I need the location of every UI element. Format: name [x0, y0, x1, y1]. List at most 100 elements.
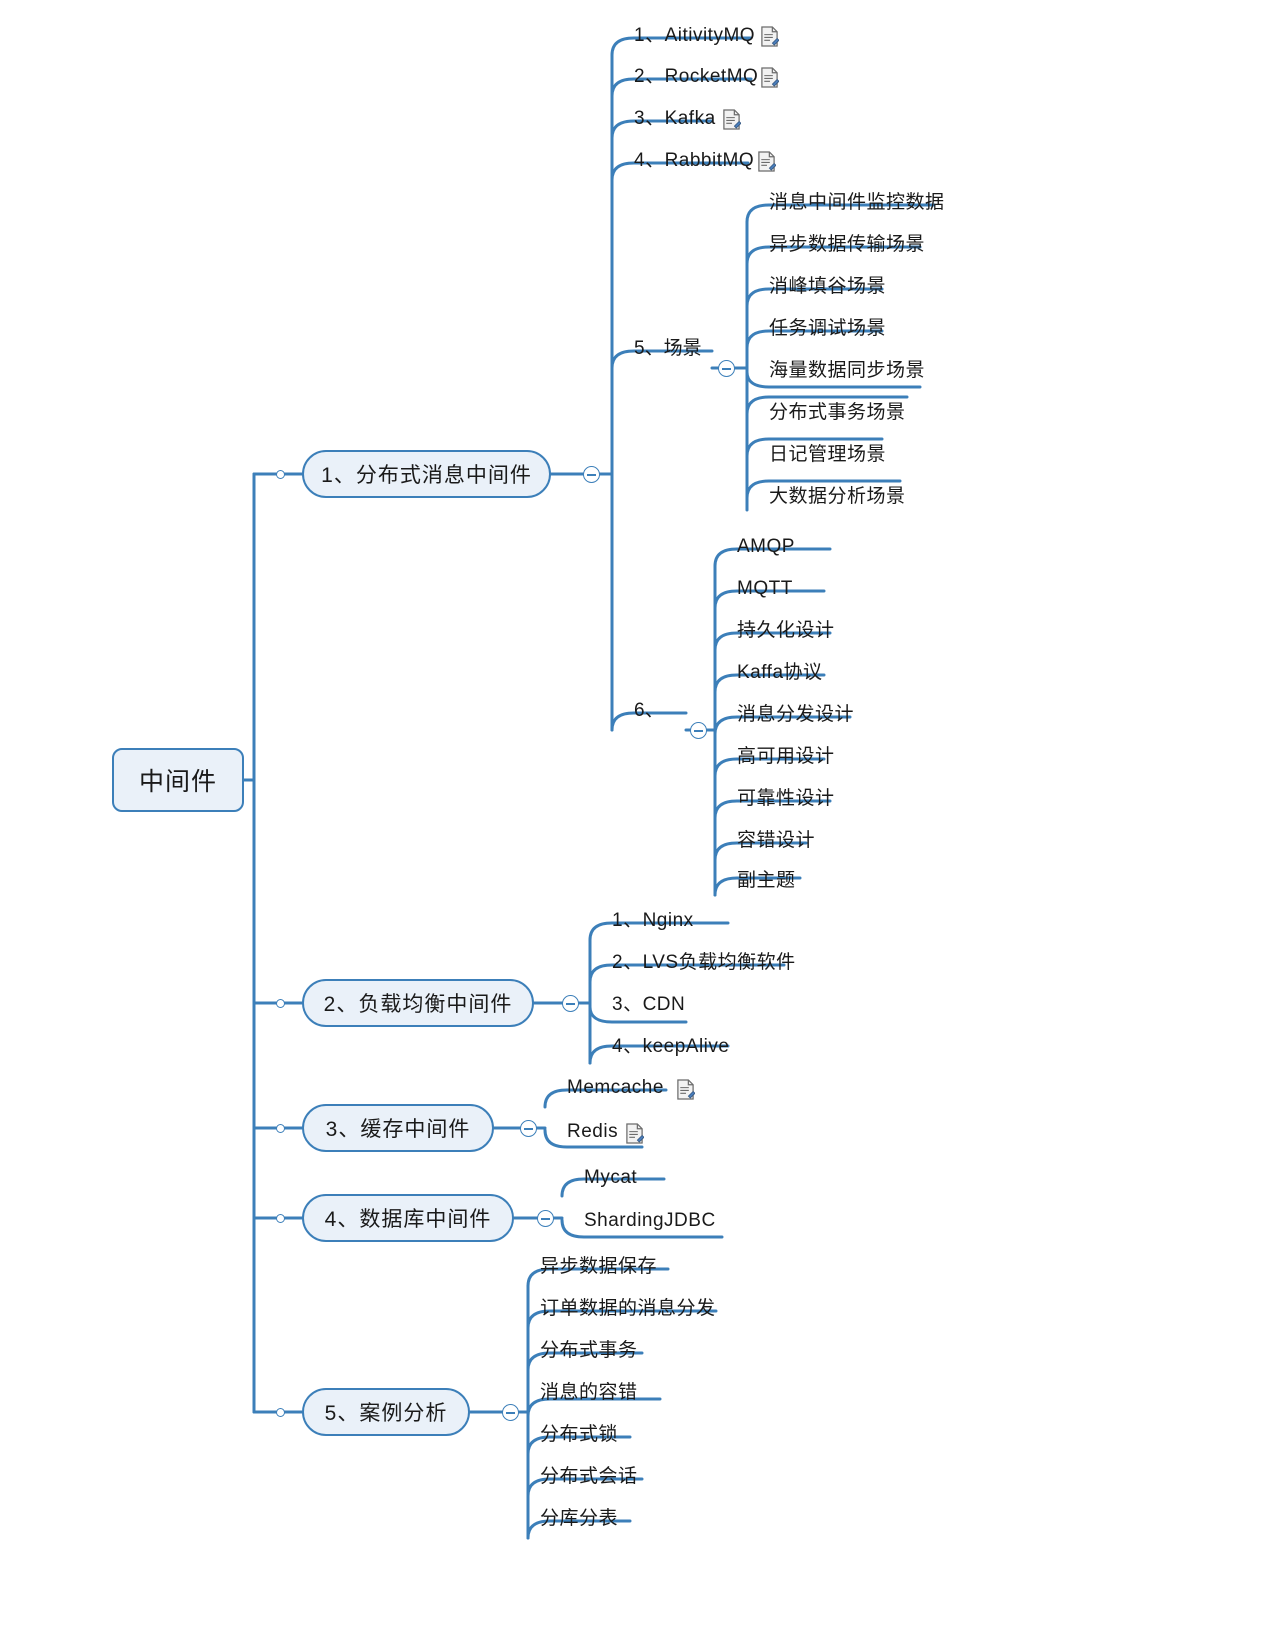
- leaf-high-availability-design[interactable]: 高可用设计: [737, 747, 835, 766]
- endcap-branch-5[interactable]: [276, 1408, 285, 1417]
- branch-node-distributed-message-middleware[interactable]: 1、分布式消息中间件: [302, 450, 551, 498]
- leaf-scene-monitor-data[interactable]: 消息中间件监控数据: [769, 193, 945, 212]
- leaf-memcache[interactable]: Memcache: [567, 1078, 664, 1097]
- leaf-label: 分库分表: [540, 1508, 619, 1529]
- leaf-sub-topic[interactable]: 副主题: [737, 871, 796, 890]
- leaf-label: 消峰填谷场景: [769, 276, 887, 297]
- leaf-aitivitymq[interactable]: 1、AitivityMQ: [634, 26, 755, 45]
- leaf-mqtt[interactable]: MQTT: [737, 579, 793, 598]
- document-note-icon[interactable]: [757, 151, 776, 172]
- leaf-label: MQTT: [737, 578, 793, 599]
- leaf-fault-tolerance-design[interactable]: 容错设计: [737, 831, 815, 850]
- leaf-label: Redis: [567, 1121, 619, 1142]
- leaf-distributed-lock[interactable]: 分布式锁: [540, 1425, 618, 1444]
- leaf-cdn[interactable]: 3、CDN: [612, 995, 685, 1014]
- leaf-label: 持久化设计: [737, 620, 835, 641]
- leaf-distributed-session[interactable]: 分布式会话: [540, 1467, 638, 1486]
- leaf-persistence-design[interactable]: 持久化设计: [737, 621, 835, 640]
- leaf-label: 3、Kafka: [634, 108, 716, 129]
- collapse-toggle-design[interactable]: [690, 722, 707, 739]
- leaf-label: 分布式会话: [540, 1466, 638, 1487]
- leaf-async-data-save[interactable]: 异步数据保存: [540, 1257, 657, 1276]
- leaf-keepalive[interactable]: 4、keepAlive: [612, 1037, 729, 1056]
- sub-branch-scenes[interactable]: 5、场景: [634, 339, 702, 358]
- leaf-rabbitmq[interactable]: 4、RabbitMQ: [634, 151, 754, 170]
- branch-label: 3、缓存中间件: [325, 1118, 471, 1141]
- endcap-branch-4[interactable]: [276, 1214, 285, 1223]
- leaf-amqp[interactable]: AMQP: [737, 537, 795, 556]
- leaf-label: 1、Nginx: [612, 910, 694, 931]
- document-note-icon[interactable]: [760, 67, 779, 88]
- leaf-scene-mass-data-sync[interactable]: 海量数据同步场景: [769, 361, 925, 380]
- leaf-label: 订单数据的消息分发: [540, 1298, 716, 1319]
- document-note-icon[interactable]: [722, 109, 741, 130]
- root-node-label: 中间件: [138, 768, 217, 796]
- leaf-scene-bigdata-analysis[interactable]: 大数据分析场景: [769, 487, 906, 506]
- root-node[interactable]: 中间件: [112, 748, 244, 812]
- leaf-label: 分布式事务场景: [769, 402, 906, 423]
- leaf-label: 分布式锁: [540, 1424, 619, 1445]
- leaf-lvs[interactable]: 2、LVS负载均衡软件: [612, 953, 796, 972]
- document-note-icon[interactable]: [676, 1079, 695, 1100]
- leaf-label: 副主题: [737, 870, 796, 891]
- document-note-icon[interactable]: [625, 1123, 644, 1144]
- leaf-label: 消息中间件监控数据: [769, 192, 945, 213]
- collapse-toggle-branch-3[interactable]: [520, 1120, 537, 1137]
- document-note-icon[interactable]: [760, 26, 779, 47]
- leaf-distributed-transaction[interactable]: 分布式事务: [540, 1341, 638, 1360]
- leaf-label: 日记管理场景: [769, 444, 887, 465]
- leaf-shardingjdbc[interactable]: ShardingJDBC: [584, 1211, 716, 1230]
- collapse-toggle-branch-1[interactable]: [583, 466, 600, 483]
- leaf-label: 异步数据传输场景: [769, 234, 926, 255]
- leaf-label: 海量数据同步场景: [769, 360, 926, 381]
- branch-label: 2、负载均衡中间件: [323, 993, 513, 1016]
- leaf-label: 大数据分析场景: [769, 486, 906, 507]
- endcap-branch-3[interactable]: [276, 1124, 285, 1133]
- leaf-label: 消息的容错: [540, 1382, 638, 1403]
- collapse-toggle-scenes[interactable]: [718, 360, 735, 377]
- leaf-message-fault-tolerance[interactable]: 消息的容错: [540, 1383, 638, 1402]
- collapse-toggle-branch-2[interactable]: [562, 995, 579, 1012]
- leaf-scene-log-management[interactable]: 日记管理场景: [769, 445, 886, 464]
- leaf-scene-async-transfer[interactable]: 异步数据传输场景: [769, 235, 925, 254]
- leaf-label: 任务调试场景: [769, 318, 887, 339]
- endcap-branch-2[interactable]: [276, 999, 285, 1008]
- sub-branch-six[interactable]: 6、: [634, 701, 664, 720]
- leaf-rocketmq[interactable]: 2、RocketMQ: [634, 67, 758, 86]
- branch-node-cache-middleware[interactable]: 3、缓存中间件: [302, 1104, 494, 1152]
- leaf-order-message-dispatch[interactable]: 订单数据的消息分发: [540, 1299, 716, 1318]
- leaf-scene-task-debug[interactable]: 任务调试场景: [769, 319, 886, 338]
- leaf-label: Memcache: [567, 1077, 664, 1098]
- branch-node-case-analysis[interactable]: 5、案例分析: [302, 1388, 470, 1436]
- leaf-label: AMQP: [737, 536, 795, 557]
- branch-label: 5、案例分析: [324, 1402, 448, 1425]
- leaf-label: 高可用设计: [737, 746, 835, 767]
- branch-node-load-balancing-middleware[interactable]: 2、负载均衡中间件: [302, 979, 534, 1027]
- leaf-sharding-tables[interactable]: 分库分表: [540, 1509, 618, 1528]
- leaf-label: Kaffa协议: [737, 662, 823, 683]
- leaf-redis[interactable]: Redis: [567, 1122, 618, 1141]
- leaf-scene-peak-shaving[interactable]: 消峰填谷场景: [769, 277, 886, 296]
- leaf-message-dispatch-design[interactable]: 消息分发设计: [737, 705, 854, 724]
- leaf-label: 3、CDN: [612, 994, 686, 1015]
- leaf-label: 1、AitivityMQ: [634, 25, 756, 46]
- leaf-label: 2、LVS负载均衡软件: [612, 952, 796, 973]
- leaf-label: 异步数据保存: [540, 1256, 658, 1277]
- leaf-label: 2、RocketMQ: [634, 66, 759, 87]
- leaf-label: 容错设计: [737, 830, 816, 851]
- leaf-nginx[interactable]: 1、Nginx: [612, 911, 694, 930]
- leaf-mycat[interactable]: Mycat: [584, 1168, 637, 1187]
- leaf-scene-distributed-transaction[interactable]: 分布式事务场景: [769, 403, 906, 422]
- leaf-label: ShardingJDBC: [584, 1210, 716, 1231]
- endcap-branch-1[interactable]: [276, 470, 285, 479]
- leaf-label: 可靠性设计: [737, 788, 835, 809]
- collapse-toggle-branch-4[interactable]: [537, 1210, 554, 1227]
- leaf-kafka[interactable]: 3、Kafka: [634, 109, 716, 128]
- leaf-kaffa-protocol[interactable]: Kaffa协议: [737, 663, 823, 682]
- leaf-label: 消息分发设计: [737, 704, 855, 725]
- sub-branch-label: 5、场景: [634, 338, 702, 359]
- collapse-toggle-branch-5[interactable]: [502, 1404, 519, 1421]
- branch-node-database-middleware[interactable]: 4、数据库中间件: [302, 1194, 514, 1242]
- leaf-reliability-design[interactable]: 可靠性设计: [737, 789, 835, 808]
